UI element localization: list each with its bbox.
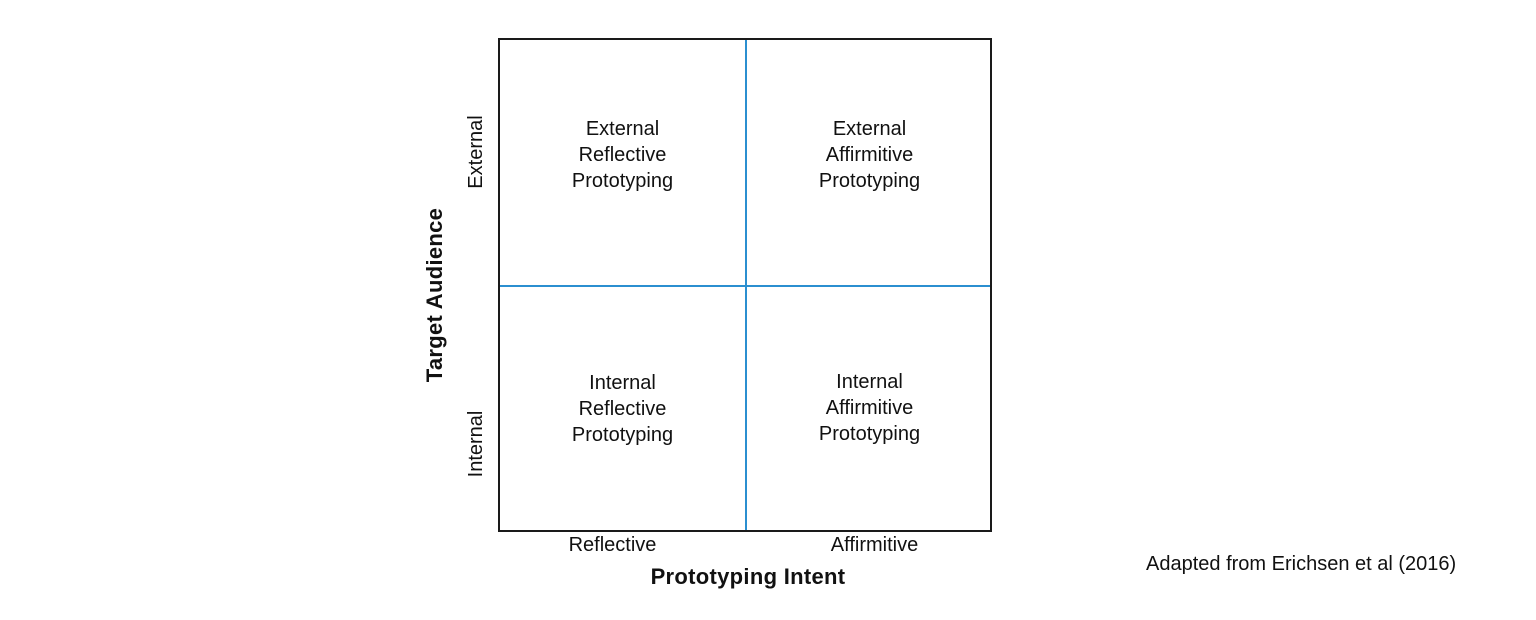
quadrant-label-line: Prototyping — [571, 424, 674, 446]
quadrant-matrix: External Reflective Prototyping External… — [498, 38, 992, 532]
quadrant-label-line: Reflective — [578, 144, 667, 166]
quadrant-label-line: Prototyping — [818, 170, 921, 192]
x-tick-reflective: Reflective — [568, 534, 657, 556]
quadrant-external-affirmitive: External Affirmitive Prototyping — [747, 116, 992, 194]
quadrant-label-line: Internal — [836, 371, 903, 393]
source-credit: Adapted from Erichsen et al (2016) — [1146, 553, 1457, 575]
quadrant-internal-affirmitive: Internal Affirmitive Prototyping — [747, 369, 992, 447]
quadrant-label-line: External — [585, 118, 660, 140]
horizontal-divider — [500, 285, 990, 287]
quadrant-label-line: Internal — [589, 372, 656, 394]
quadrant-internal-reflective: Internal Reflective Prototyping — [500, 370, 745, 448]
x-tick-affirmitive: Affirmitive — [830, 534, 919, 556]
quadrant-label-line: External — [832, 118, 907, 140]
quadrant-label-line: Reflective — [578, 398, 667, 420]
quadrant-label-line: Affirmitive — [825, 144, 914, 166]
quadrant-label-line: Prototyping — [818, 423, 921, 445]
x-axis-title: Prototyping Intent — [650, 564, 846, 589]
y-axis-title: Target Audience — [422, 207, 447, 383]
y-tick-external: External — [465, 115, 487, 189]
y-tick-internal: Internal — [465, 410, 487, 478]
quadrant-label-line: Prototyping — [571, 170, 674, 192]
quadrant-external-reflective: External Reflective Prototyping — [500, 116, 745, 194]
quadrant-label-line: Affirmitive — [825, 397, 914, 419]
